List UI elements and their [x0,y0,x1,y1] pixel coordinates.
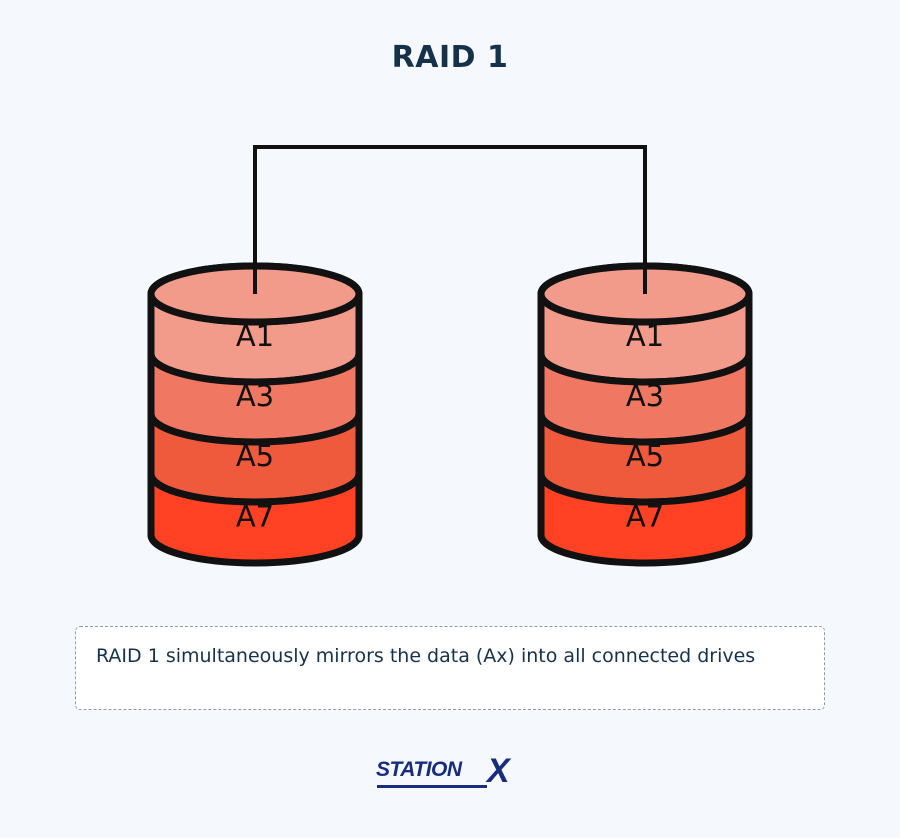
caption-box: RAID 1 simultaneously mirrors the data (… [75,626,825,710]
caption-text: RAID 1 simultaneously mirrors the data (… [96,645,756,667]
logo-underline [377,785,487,788]
data-block [147,470,363,567]
data-block-label: A7 [626,500,664,534]
data-block-label: A5 [626,439,664,473]
data-block-label: A3 [626,379,664,413]
logo-wordmark: STATION [376,758,462,781]
logo-x-mark: X [487,752,510,790]
data-block [537,470,753,567]
data-block-label: A7 [236,500,274,534]
diagram-title: RAID 1 [391,40,509,75]
data-block-label: A5 [236,439,274,473]
mirror-connector-line [253,145,647,294]
stationx-logo: STATION X [376,752,524,792]
data-block-label: A3 [236,379,274,413]
